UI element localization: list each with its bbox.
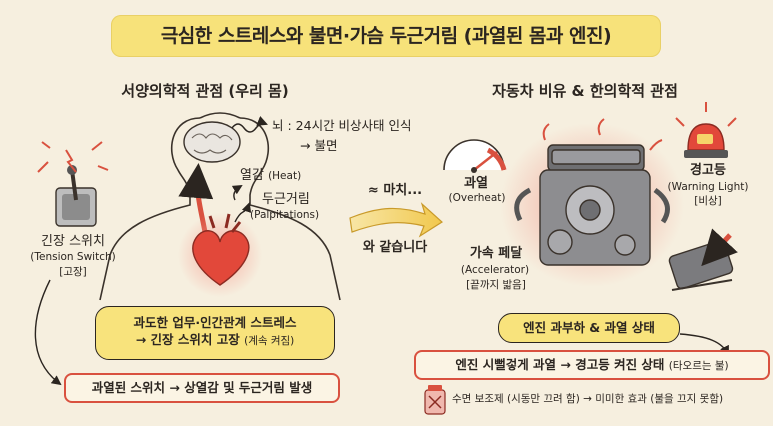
palp-en-label: (Palpitations) [250, 209, 320, 221]
stress-line2-suffix: (계속 켜짐) [244, 335, 295, 347]
engine-state-box: 엔진 과부하 & 과열 상태 [498, 313, 680, 343]
switch-state-label: [고장] [59, 266, 87, 278]
heat-en-text: (Heat) [268, 170, 302, 182]
brain-note-line1: 뇌 : 24시간 비상사태 인식 [272, 118, 412, 133]
stress-line1: 과도한 업무·인간관계 스트레스 [133, 315, 297, 330]
overheat-en-label: (Overheat) [448, 192, 506, 204]
heart-icon [192, 213, 250, 286]
warning-state-label: [비상] [694, 195, 722, 207]
middle-big-arrow [349, 202, 443, 238]
stress-line2: → 긴장 스위치 고장 [135, 332, 240, 347]
temperature-gauge-icon [443, 139, 507, 173]
engine-result-box: 엔진 시뻘겋게 과열 → 경고등 켜진 상태 (타오르는 불) [414, 350, 770, 380]
engine-fire-marks [542, 118, 663, 151]
accel-state-label: [끝까지 밟음] [466, 279, 526, 291]
switch-en-label: (Tension Switch) [30, 251, 116, 263]
engine-result-text: 엔진 시뻘겋게 과열 → 경고등 켜진 상태 [455, 357, 665, 372]
warning-label: 경고등 [690, 163, 726, 178]
right-section-heading: 자동차 비유 & 한의학적 관점 [492, 82, 678, 100]
stress-box: 과도한 업무·인간관계 스트레스 → 긴장 스위치 고장 (계속 켜짐) [95, 306, 335, 360]
like-text: 와 같습니다 [362, 240, 428, 255]
warning-en-label: (Warning Light) [667, 181, 749, 193]
palp-label: 두근거림 [262, 192, 310, 207]
tension-switch-icon [37, 141, 109, 227]
sleep-aid-note: 수면 보조제 (시동만 끄려 함) → 미미한 효과 (불을 끄지 못함) [452, 393, 724, 405]
medicine-bottle-icon [424, 385, 446, 415]
palp-arrow [234, 202, 252, 223]
heat-arrow [231, 184, 243, 201]
brain-note-arrow [231, 116, 268, 133]
title-highlight [111, 15, 661, 57]
result-box: 과열된 스위치 → 상열감 및 두근거림 발생 [64, 373, 340, 403]
switch-label: 긴장 스위치 [41, 234, 105, 249]
accelerator-pedal-icon [668, 228, 738, 291]
heat-label: 열감 (Heat) [240, 168, 301, 184]
warning-light-icon [675, 102, 737, 158]
heat-text: 열감 [240, 168, 264, 183]
engine-icon [514, 144, 670, 266]
accel-label: 가속 페달 [469, 246, 523, 261]
brain-note-line2: → 불면 [300, 138, 338, 153]
brain-icon [183, 121, 241, 163]
engine-result-suffix: (타오르는 불) [668, 360, 729, 372]
overheat-label: 과열 [464, 176, 488, 191]
accel-en-label: (Accelerator) [460, 264, 530, 276]
switch-to-result-arrow [34, 279, 62, 386]
engine-state-text: 엔진 과부하 & 과열 상태 [523, 320, 655, 335]
left-section-heading: 서양의학적 관점 (우리 몸) [121, 82, 289, 100]
approx-text: ≈ 마치... [367, 183, 423, 198]
page-title: 극심한 스트레스와 불면·가슴 두근거림 (과열된 몸과 엔진) [160, 25, 612, 47]
result-text: 과열된 스위치 → 상열감 및 두근거림 발생 [91, 380, 313, 395]
